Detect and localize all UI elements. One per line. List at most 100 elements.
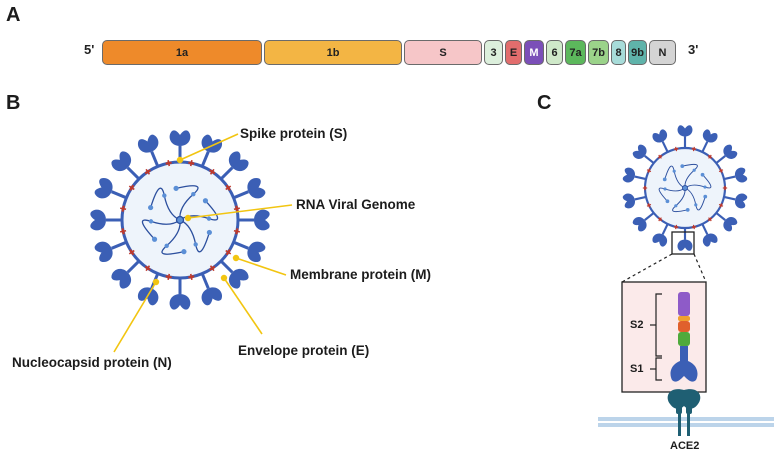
label-ace2: ACE2 [670, 440, 700, 452]
spike-stalk [111, 240, 127, 250]
spike-head [247, 241, 266, 263]
spike-stalk [723, 175, 736, 181]
spike-head [201, 134, 223, 153]
spike-protein [247, 241, 266, 263]
rna-genome [658, 163, 712, 213]
spike-stalk [634, 175, 647, 181]
nucleocapsid-bead [173, 185, 179, 191]
envelope-protein [675, 146, 678, 152]
envelope-protein [120, 229, 127, 233]
spike-protein [734, 193, 748, 209]
spike-stalk [219, 166, 234, 181]
label-rna-genome: RNA Viral Genome [296, 197, 416, 212]
ace2-left-stem [678, 412, 681, 436]
nucleocapsid-bead [700, 172, 705, 177]
ace2-right-arm [686, 404, 692, 414]
spike-protein [94, 177, 113, 199]
spike-head [169, 130, 191, 146]
spike-stalk [200, 273, 210, 289]
nucleocapsid-bead [680, 164, 685, 169]
spike-stalk [634, 195, 647, 201]
envelope-protein [145, 265, 151, 272]
spike-head [734, 167, 748, 183]
spike-protein [228, 151, 249, 172]
panel-letter-b: B [6, 92, 21, 114]
nucleocapsid-bead [148, 204, 154, 211]
spike-protein [111, 151, 132, 172]
spike-head [723, 217, 738, 232]
spike-stalk [661, 223, 669, 235]
genome-segment-1b: 1b [264, 40, 402, 65]
spike-head [111, 268, 132, 289]
spike-protein [622, 193, 636, 209]
envelope-protein [658, 217, 662, 222]
envelope-protein [167, 273, 171, 280]
spike-head [734, 193, 748, 209]
nucleocapsid-bead [206, 216, 212, 221]
spike-stalk [233, 240, 249, 250]
spike-stalk [111, 190, 127, 200]
nucleocapsid-bead [672, 169, 676, 173]
envelope-protein [708, 154, 712, 159]
spike-domain-green [678, 332, 690, 346]
nucleocapsid-bead [663, 187, 667, 191]
envelope-protein [128, 249, 135, 255]
leader-nucleocapsid [113, 281, 157, 353]
spike-stalk [644, 212, 655, 221]
spike-protein [652, 233, 668, 247]
spike-head [632, 217, 647, 232]
spike-stalk [701, 141, 709, 153]
label-nucleocapsid-protein: Nucleocapsid protein (N) [12, 355, 172, 370]
three-prime-label: 3' [688, 42, 699, 57]
spike-stalk [200, 151, 210, 167]
spike-protein [254, 209, 270, 231]
ace2-receptor [667, 389, 701, 436]
nucleocapsid-bead [191, 192, 196, 197]
spike-stalk [219, 259, 234, 274]
spike-stalk [126, 166, 141, 181]
spike-protein [111, 268, 132, 289]
spike-head [228, 151, 249, 172]
spike-head [632, 144, 647, 159]
spike-protein [702, 233, 718, 247]
spike-protein [201, 134, 223, 153]
spike-head [137, 134, 159, 153]
nucleocapsid-bead [181, 249, 187, 255]
panel-letter-c: C [537, 92, 552, 114]
nucleocapsid-bead [674, 204, 678, 208]
label-spike-protein: Spike protein (S) [240, 126, 348, 141]
spike-head [652, 129, 668, 143]
nucleocapsid-bead [685, 207, 690, 212]
envelope-protein [128, 185, 135, 191]
spike-domain-orange [678, 316, 690, 321]
nucleocapsid-bead [665, 199, 670, 204]
panel-letter-a: A [6, 4, 21, 26]
spike-head [228, 268, 249, 289]
spike-protein [734, 167, 748, 183]
genome-segment-7a: 7a [565, 40, 586, 65]
zoom-line-right [693, 253, 707, 283]
nucleocapsid-bead [692, 168, 696, 172]
spike-head [111, 151, 132, 172]
leader-lines [113, 133, 293, 353]
spike-stalk [701, 223, 709, 235]
spike-head [94, 241, 113, 263]
genome-segment-m: M [524, 40, 544, 65]
spike-head [677, 125, 693, 137]
zoom-line-left [621, 253, 673, 283]
genome-segment-7b: 7b [588, 40, 609, 65]
spike-head [622, 193, 636, 209]
envelope-protein [120, 207, 127, 211]
rna-genome [141, 185, 219, 255]
spike-head [652, 233, 668, 247]
spike-head [254, 209, 270, 231]
label-s2: S2 [630, 319, 644, 331]
spike-protein [228, 268, 249, 289]
envelope-protein [189, 273, 193, 280]
spike-protein [677, 239, 693, 251]
leader-membrane [235, 257, 287, 276]
spike-protein [622, 167, 636, 183]
membrane-lower [598, 423, 774, 427]
nucleocapsid-bead [662, 177, 667, 182]
